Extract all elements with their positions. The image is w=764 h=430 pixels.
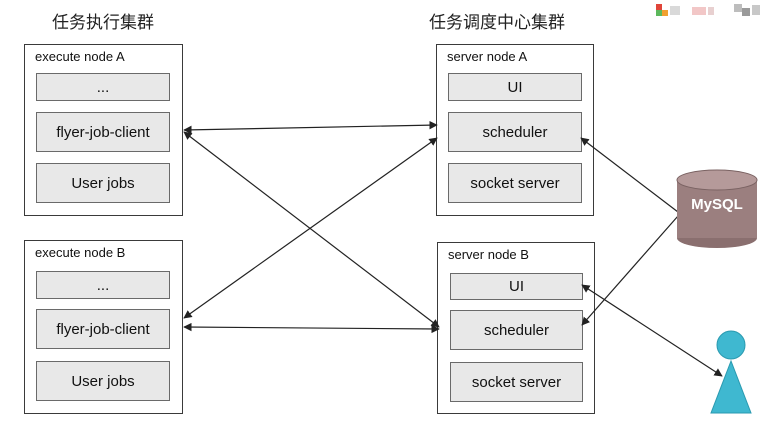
execute-node-a-ellipsis-box: ... [36, 73, 170, 101]
server-node-b-scheduler-box: scheduler [450, 310, 583, 350]
server-node-b-socket-server-box: socket server [450, 362, 583, 402]
execute-node-b: execute node B ... flyer-job-client User… [24, 240, 183, 414]
server-node-b: server node B UI scheduler socket server [437, 242, 595, 414]
link-client-b-scheduler-a [183, 137, 438, 319]
server-node-a: server node A UI scheduler socket server [436, 44, 594, 216]
pixelated-logo [656, 4, 760, 16]
execute-cluster-title: 任务执行集群 [52, 13, 154, 33]
mysql-label: MySQL [691, 196, 743, 213]
server-cluster-title: 任务调度中心集群 [429, 13, 565, 33]
link-client-a-scheduler-a [183, 120, 438, 135]
server-node-a-title: server node A [447, 49, 528, 64]
server-node-b-ui-box: UI [450, 273, 583, 300]
server-node-a-ui-box: UI [448, 73, 582, 101]
execute-node-a-flyer-job-client-box: flyer-job-client [36, 112, 170, 152]
link-client-b-scheduler-b [183, 322, 440, 334]
link-client-a-scheduler-b [183, 131, 440, 328]
execute-node-b-user-jobs-box: User jobs [36, 361, 170, 401]
execute-node-a: execute node A ... flyer-job-client User… [24, 44, 183, 216]
execute-node-b-flyer-job-client-box: flyer-job-client [36, 309, 170, 349]
link-scheduler-b-mysql [581, 215, 679, 326]
link-ui-b-user [581, 284, 723, 377]
database-cylinder-icon [676, 169, 758, 248]
server-node-b-title: server node B [448, 247, 529, 262]
user-icon [710, 330, 752, 414]
link-scheduler-a-mysql [580, 137, 679, 213]
execute-node-a-title: execute node A [35, 49, 125, 64]
server-node-a-scheduler-box: scheduler [448, 112, 582, 152]
execute-node-a-user-jobs-box: User jobs [36, 163, 170, 203]
execute-node-b-ellipsis-box: ... [36, 271, 170, 299]
execute-node-b-title: execute node B [35, 245, 126, 260]
server-node-a-socket-server-box: socket server [448, 163, 582, 203]
